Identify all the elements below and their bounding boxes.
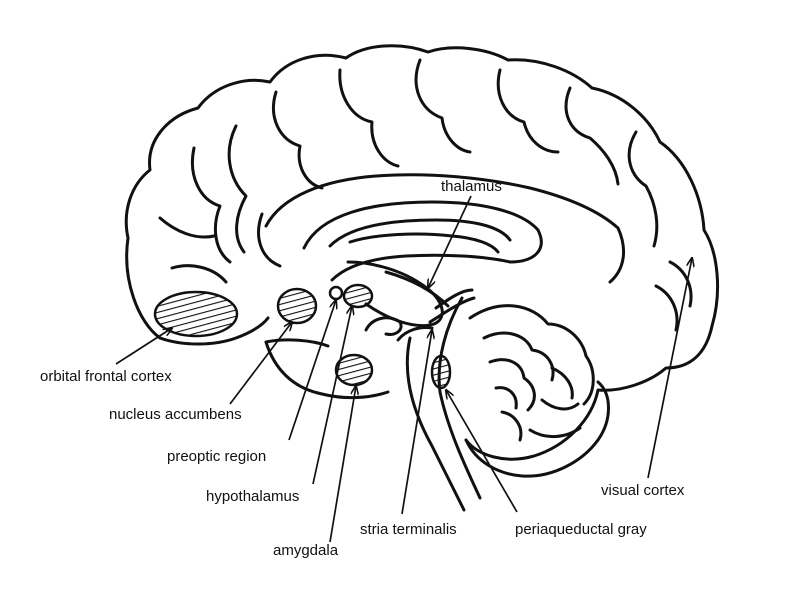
stria-terminalis-label: stria terminalis <box>360 521 457 538</box>
periaqueductal-gray-label: periaqueductal gray <box>515 521 647 538</box>
preoptic-region-arrow <box>288 300 336 441</box>
visual-cortex-arrow <box>647 258 692 479</box>
hypothalamus-label: hypothalamus <box>206 488 300 505</box>
visual-cortex-label: visual cortex <box>601 482 685 499</box>
thalamus-label: thalamus <box>441 178 502 195</box>
nucleus-accumbens-arrow <box>229 322 292 405</box>
amygdala-label: amygdala <box>273 542 339 559</box>
hypothalamus-arrow <box>312 306 352 485</box>
orbital-frontal-cortex-structure <box>153 290 239 338</box>
corpus-callosum <box>302 200 543 282</box>
cortex-outline <box>124 44 720 461</box>
periaqueductal-gray-arrow <box>446 390 518 513</box>
periaqueductal-gray-structure <box>430 354 452 390</box>
orbital-frontal-cortex-label: orbital frontal cortex <box>40 368 172 385</box>
amygdala-arrow <box>329 386 356 543</box>
nucleus-accumbens-label: nucleus accumbens <box>109 406 242 423</box>
nucleus-accumbens-structure <box>276 287 318 325</box>
stria-terminalis-arrow <box>401 330 432 515</box>
amygdala-structure <box>334 353 374 387</box>
hypothalamus-structure <box>342 283 374 309</box>
preoptic-region-label: preoptic region <box>167 448 267 465</box>
preoptic-region-structure <box>328 285 344 301</box>
thalamus-arrow <box>428 195 472 288</box>
orbital-frontal-cortex-arrow <box>115 328 172 365</box>
brainstem <box>405 336 466 512</box>
